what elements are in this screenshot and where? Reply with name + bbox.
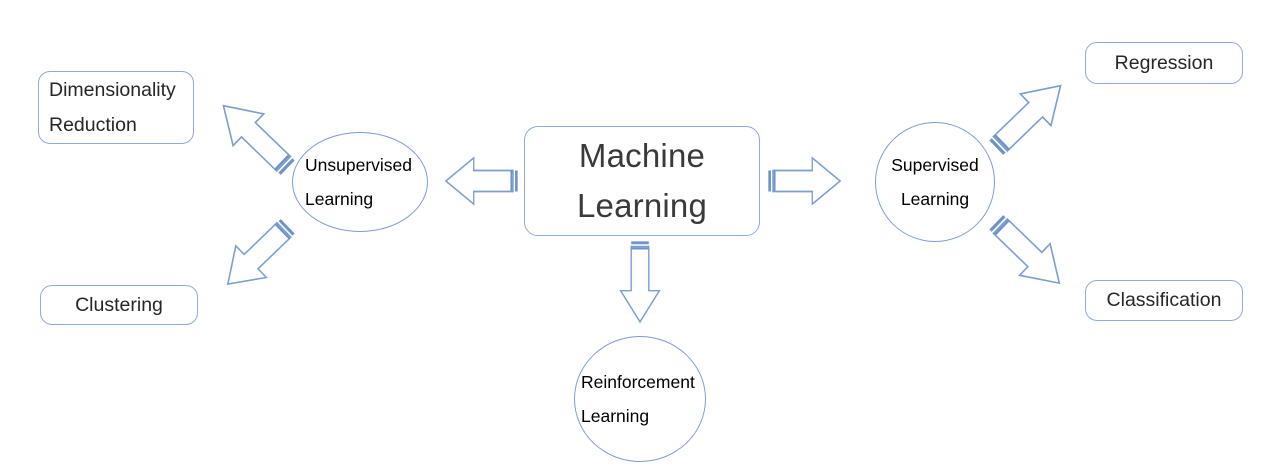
arrow-supervised-to-classification xyxy=(980,205,1077,301)
supervised-learning-line-2: Learning xyxy=(900,189,970,209)
node-machine-learning[interactable]: Machine Learning xyxy=(524,126,760,236)
reinforcement-learning-line-2: Learning xyxy=(581,406,650,426)
machine-learning-line-2: Learning xyxy=(576,187,708,224)
node-reinforcement-learning[interactable]: Reinforcement Learning xyxy=(574,336,706,462)
regression-label: Regression xyxy=(1114,51,1214,74)
supervised-learning-line-1: Supervised xyxy=(891,154,979,175)
classification-label: Classification xyxy=(1106,289,1222,312)
node-unsupervised-learning[interactable]: Unsupervised Learning xyxy=(292,132,428,232)
reinforcement-learning-line-1: Reinforcement xyxy=(581,371,695,392)
dimensionality-reduction-line-2: Reduction xyxy=(49,113,137,136)
machine-learning-line-1: Machine xyxy=(578,136,706,174)
unsupervised-learning-line-1: Unsupervised xyxy=(305,154,412,175)
arrow-unsupervised-to-dimensionality xyxy=(206,88,304,185)
node-supervised-learning[interactable]: Supervised Learning xyxy=(875,122,995,242)
node-dimensionality-reduction[interactable]: Dimensionality Reduction xyxy=(38,71,194,144)
unsupervised-learning-line-2: Learning xyxy=(305,189,374,209)
node-classification[interactable]: Classification xyxy=(1085,280,1243,321)
node-clustering[interactable]: Clustering xyxy=(40,285,198,325)
clustering-label: Clustering xyxy=(75,293,163,316)
dimensionality-reduction-line-1: Dimensionality xyxy=(49,79,176,102)
node-regression[interactable]: Regression xyxy=(1085,42,1243,84)
arrow-ml-to-unsupervised xyxy=(444,156,519,206)
arrow-ml-to-supervised xyxy=(767,156,842,206)
arrow-ml-to-reinforcement xyxy=(619,241,661,324)
arrow-unsupervised-to-clustering xyxy=(211,209,304,302)
arrow-supervised-to-regression xyxy=(980,68,1078,165)
